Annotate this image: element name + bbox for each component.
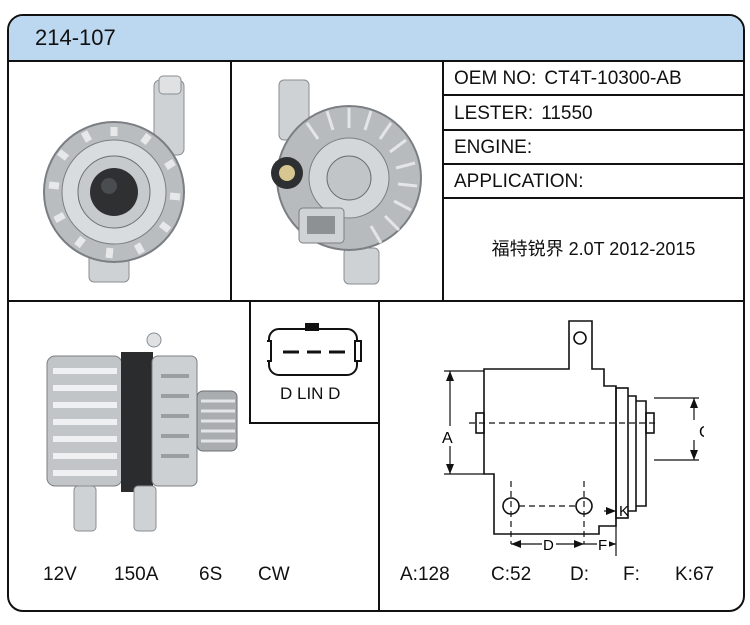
- divider-bottom-right: [378, 300, 380, 610]
- engine-label: ENGINE:: [454, 137, 533, 158]
- application-label: APPLICATION:: [454, 171, 584, 192]
- dim-label-c: C: [699, 424, 704, 441]
- alternator-side-view-image: [46, 332, 238, 532]
- lester-label: LESTER:: [454, 103, 534, 124]
- alternator-front-view-image: [43, 75, 185, 283]
- application-row: APPLICATION:: [454, 171, 584, 193]
- amperage-rating: 150A: [114, 564, 159, 585]
- rotation-rating: CW: [258, 564, 290, 585]
- lester-value: 11550: [541, 103, 593, 124]
- dim-label-d: D: [543, 537, 554, 554]
- oem-label: OEM NO:: [454, 68, 537, 89]
- oem-row: OEM NO: CT4T-10300-AB: [454, 68, 682, 90]
- connector-pin-labels: D LIN D: [280, 384, 341, 403]
- divider-bottom-left: [249, 300, 251, 422]
- divider-spec-3: [442, 163, 743, 165]
- engine-row: ENGINE:: [454, 137, 532, 159]
- header-bar: 214-107: [9, 16, 743, 62]
- dim-d-value: D:: [570, 564, 589, 585]
- dim-f-value: F:: [623, 564, 640, 585]
- divider-connector: [249, 422, 380, 424]
- dim-c-value: C:52: [491, 564, 532, 585]
- dim-label-k: K: [619, 503, 629, 520]
- divider-top-right: [442, 60, 444, 300]
- lester-row: LESTER: 11550: [454, 103, 593, 125]
- dim-label-a: A: [442, 430, 453, 447]
- dim-label-f: F: [598, 537, 607, 554]
- alternator-rear-view-image: [271, 79, 422, 285]
- dim-a-value: A:128: [400, 564, 450, 585]
- voltage-rating: 12V: [43, 564, 77, 585]
- application-text: 福特锐界 2.0T 2012-2015: [491, 239, 696, 259]
- part-number-title: 214-107: [35, 25, 116, 50]
- divider-spec-1: [442, 94, 743, 96]
- connector-diagram: [267, 323, 362, 376]
- divider-top-left: [230, 60, 232, 300]
- dim-k-value: K:67: [675, 564, 715, 585]
- oem-value: CT4T-10300-AB: [544, 68, 682, 89]
- divider-mid: [9, 300, 743, 302]
- pulley-rating: 6S: [199, 564, 223, 585]
- divider-spec-4: [442, 197, 743, 199]
- dimension-drawing: A C D F K: [441, 320, 704, 556]
- product-spec-sheet: 214-107 OEM NO: CT4T-10300-AB LESTER: 1155…: [7, 14, 745, 612]
- divider-spec-2: [442, 129, 743, 131]
